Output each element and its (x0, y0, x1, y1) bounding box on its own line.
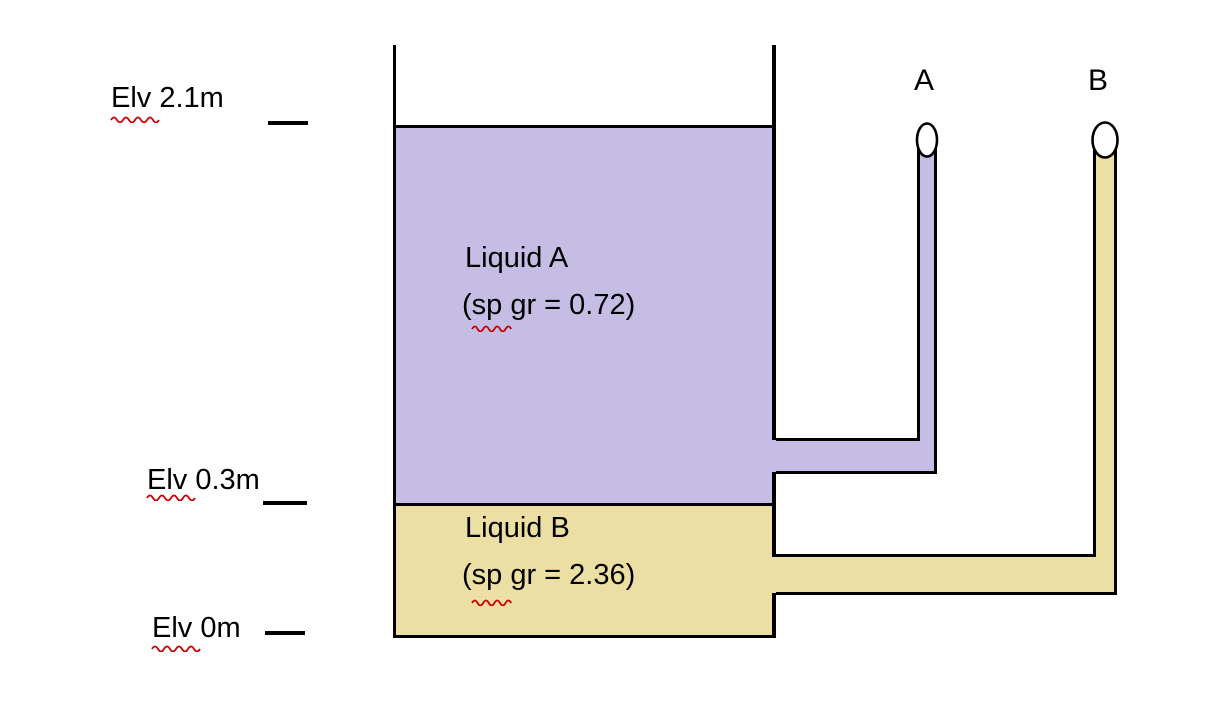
liquid-interface-line (393, 503, 776, 506)
tube-b-fill (1096, 150, 1114, 593)
tank-right-wall-middle (772, 472, 776, 557)
channel-a-fill (773, 440, 935, 472)
tank-bottom-line (393, 635, 776, 638)
elevation-tick-0m (265, 631, 305, 635)
squiggle-underline-elv-2-1m (110, 116, 160, 123)
tube-a-left-wall (917, 145, 920, 441)
channel-b-bottom-line (776, 592, 1117, 595)
tank-liquid-b-fill (394, 504, 774, 635)
squiggle-underline-elv-0m (151, 645, 201, 652)
tank-right-wall-upper (772, 45, 776, 440)
elevation-label-0m: Elv 0m (152, 612, 241, 644)
liquid-a-spgr-label: (sp gr = 0.72) (462, 289, 636, 321)
tube-b-opening-icon (1091, 121, 1119, 159)
tank-right-wall-lower (772, 593, 776, 638)
piezometer-b-label: B (1088, 64, 1109, 97)
channel-a-top-line (776, 438, 920, 441)
tube-a-fill (919, 150, 934, 472)
tube-b-right-wall (1114, 145, 1117, 595)
tube-a-opening-icon (915, 122, 939, 158)
piezometer-a-label: A (914, 64, 935, 97)
liquid-b-spgr-label: (sp gr = 2.36) (462, 559, 636, 591)
tube-a-right-wall (934, 145, 937, 474)
tube-b-left-wall (1093, 145, 1096, 557)
elevation-label-0-3m: Elv 0.3m (147, 464, 260, 496)
liquid-b-name-label: Liquid B (465, 512, 570, 544)
elevation-label-2-1m: Elv 2.1m (111, 82, 224, 114)
tank-liquid-a-fill (394, 126, 774, 504)
elevation-tick-2-1m (268, 121, 308, 125)
squiggle-underline-sp-liquid-b (471, 599, 512, 606)
squiggle-underline-sp-liquid-a (471, 325, 512, 332)
channel-b-top-line (776, 554, 1096, 557)
squiggle-underline-elv-0-3m (146, 494, 196, 501)
tank-left-wall (393, 45, 396, 638)
liquid-a-name-label: Liquid A (465, 242, 569, 274)
liquid-a-surface-line (393, 125, 776, 128)
channel-b-fill (773, 557, 1115, 593)
elevation-tick-0-3m (263, 501, 307, 505)
channel-a-bottom-line (776, 471, 937, 474)
